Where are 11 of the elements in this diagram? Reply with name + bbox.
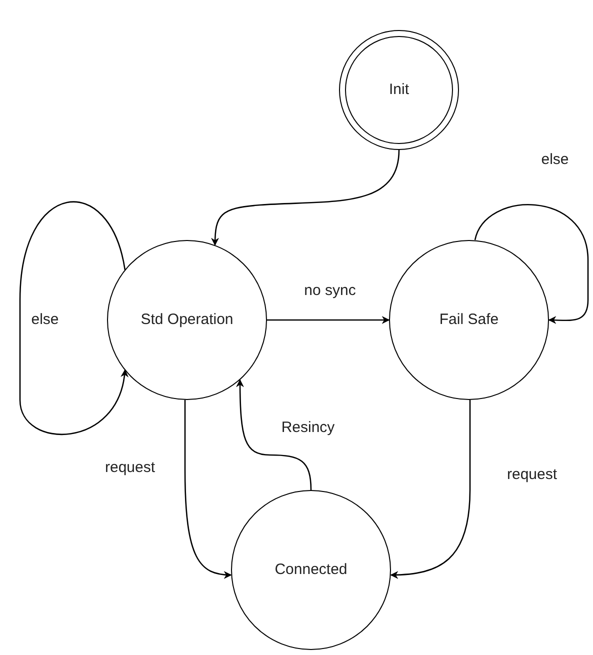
arrow — [267, 316, 390, 324]
state-name: Std Operation — [140, 310, 234, 330]
arrow — [474, 204, 589, 324]
arrow — [211, 150, 400, 246]
arrow — [184, 400, 232, 579]
state-name: Fail Safe — [439, 310, 499, 330]
state-name: Connected — [274, 560, 348, 580]
arrow — [390, 400, 471, 579]
state-name: Init — [388, 80, 409, 100]
arrow — [236, 379, 312, 490]
arrow — [19, 202, 128, 435]
